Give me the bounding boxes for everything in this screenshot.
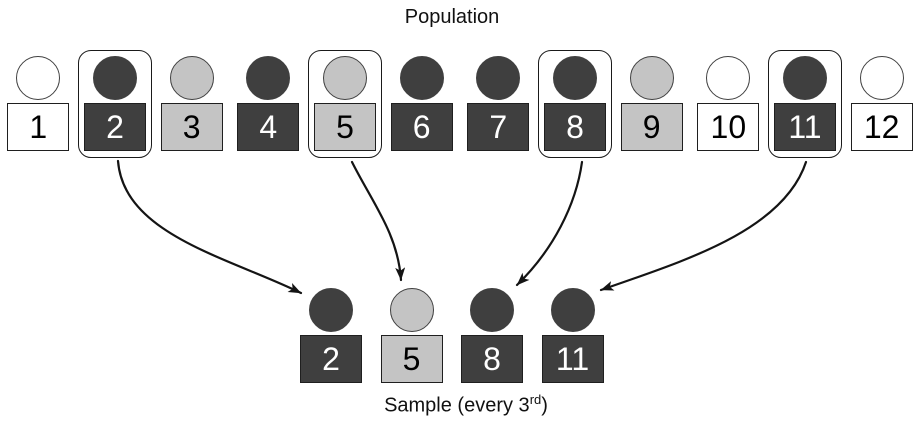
person-head-icon (246, 56, 291, 100)
person-head-icon (629, 56, 674, 100)
person-body-box: 12 (850, 103, 913, 151)
person-head-icon (706, 56, 751, 100)
population-title: Population (404, 6, 500, 28)
population-figure-4: 4 (231, 50, 305, 158)
selection-ring: 9 (615, 50, 689, 158)
person-head-icon (389, 288, 434, 332)
person-body-box: 11 (541, 335, 604, 383)
sample-figure-2: 2 (294, 282, 368, 390)
population-figure-7: 7 (461, 50, 535, 158)
person-body-box: 2 (300, 335, 362, 383)
person-body-box: 3 (160, 103, 223, 151)
person-head-icon (470, 288, 514, 332)
selection-ring: 3 (155, 50, 229, 158)
selection-ring: 6 (385, 50, 459, 158)
person-body-box: 5 (380, 335, 443, 383)
person-body-box: 8 (543, 103, 606, 151)
person-head-icon (322, 56, 367, 100)
selection-ring: 2 (294, 282, 368, 390)
selection-ring: 5 (375, 282, 449, 390)
arrow-population-2-to-sample-2 (116, 159, 303, 295)
selection-ring: 5 (307, 50, 382, 158)
person-body-box: 2 (83, 103, 146, 151)
population-figure-10: 10 (691, 50, 765, 158)
selection-ring: 11 (536, 282, 610, 390)
sample-label-suffix: ) (541, 394, 548, 417)
person-head-icon (399, 56, 444, 100)
figure-number: 4 (259, 109, 278, 145)
person-body-box: 11 (773, 103, 836, 151)
population-figure-8: 8 (537, 50, 612, 158)
person-body-box: 8 (461, 335, 523, 383)
figure-number: 3 (182, 109, 201, 145)
person-head-icon (859, 56, 904, 100)
figure-number: 8 (566, 109, 584, 145)
person-head-icon (782, 56, 827, 100)
person-body-box: 7 (467, 103, 530, 151)
arrow-population-5-to-sample-5 (350, 160, 406, 282)
person-body-box: 10 (697, 103, 760, 151)
population-figure-12: 12 (845, 50, 919, 158)
person-body-box: 5 (313, 103, 376, 151)
selection-ring: 10 (691, 50, 765, 158)
population-figure-9: 9 (615, 50, 689, 158)
figure-number: 11 (788, 109, 822, 145)
population-figure-11: 11 (767, 50, 842, 158)
figure-number: 5 (336, 109, 354, 145)
person-body-box: 9 (620, 103, 683, 151)
person-head-icon (92, 56, 137, 100)
selection-ring: 4 (231, 50, 305, 158)
figure-number: 2 (322, 341, 340, 377)
sample-figure-8: 8 (455, 282, 529, 390)
person-head-icon (309, 288, 353, 332)
arrow-population-8-to-sample-8 (515, 160, 584, 287)
population-figure-3: 3 (155, 50, 229, 158)
figure-number: 12 (863, 109, 900, 145)
figure-number: 11 (555, 341, 590, 377)
person-head-icon (169, 56, 214, 100)
arrow-population-11-to-sample-11 (599, 160, 808, 292)
population-figure-6: 6 (385, 50, 459, 158)
population-figure-2: 2 (77, 50, 152, 158)
figure-number: 7 (489, 109, 508, 145)
figure-number: 6 (412, 109, 431, 145)
selection-ring: 11 (767, 50, 842, 158)
selection-ring: 8 (537, 50, 612, 158)
person-head-icon (16, 56, 61, 100)
selection-ring: 2 (77, 50, 152, 158)
selection-ring: 12 (845, 50, 919, 158)
figure-number: 1 (29, 109, 48, 145)
sample-label-superscript: rd (529, 392, 542, 407)
figure-number: 2 (106, 109, 124, 145)
figure-number: 8 (483, 341, 501, 377)
selection-ring: 8 (455, 282, 529, 390)
sample-figure-11: 11 (536, 282, 610, 390)
population-row: 1 2 3 4 5 (0, 50, 920, 158)
population-figure-5: 5 (307, 50, 382, 158)
person-body-box: 6 (390, 103, 453, 151)
sample-label: Sample (every 3rd) (6, 392, 920, 418)
figure-number: 5 (402, 341, 421, 377)
sample-label-text: Sample (every 3 (384, 394, 530, 417)
person-body-box: 4 (237, 103, 300, 151)
sample-figure-5: 5 (375, 282, 449, 390)
person-head-icon (476, 56, 521, 100)
population-figure-1: 1 (1, 50, 75, 158)
selection-ring: 7 (461, 50, 535, 158)
person-body-box: 1 (7, 103, 70, 151)
figure-number: 10 (710, 109, 747, 145)
selection-ring: 1 (1, 50, 75, 158)
person-head-icon (550, 288, 595, 332)
figure-number: 9 (642, 109, 661, 145)
person-head-icon (552, 56, 597, 100)
